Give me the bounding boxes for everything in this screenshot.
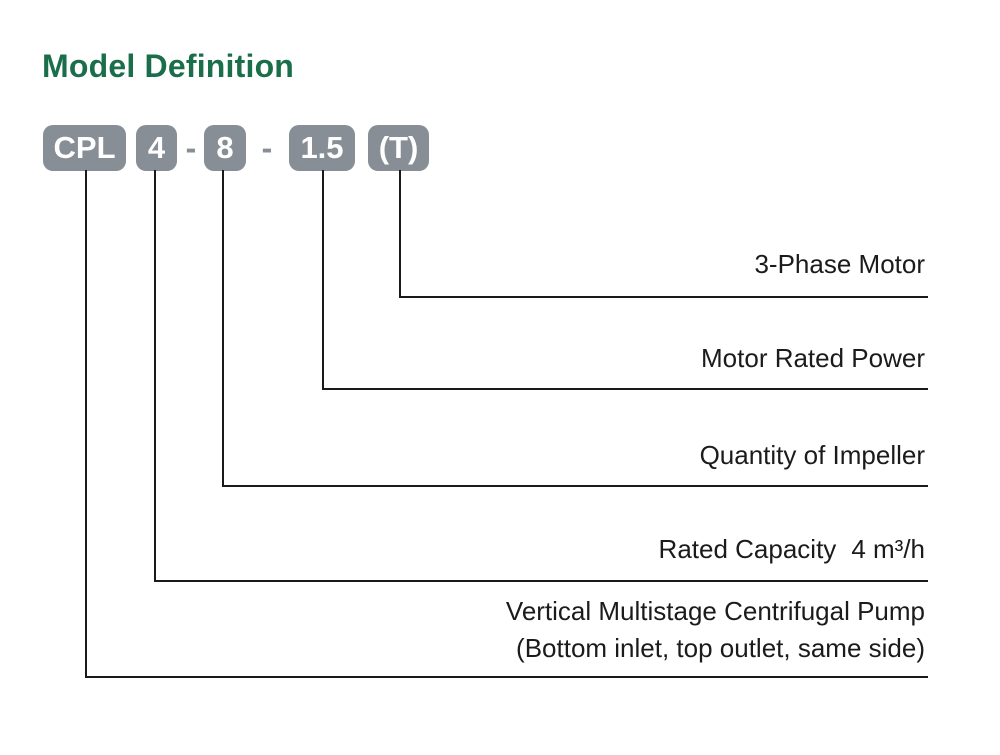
model-segment-separator: -	[185, 129, 197, 166]
connector-vertical-impeller	[222, 170, 224, 487]
connector-horizontal-power	[322, 388, 928, 390]
connector-vertical-cpl	[85, 170, 87, 678]
model-segment-separator: -	[261, 129, 273, 166]
model-segment-phase-badge: (T)	[368, 125, 429, 171]
page-title: Model Definition	[42, 48, 295, 84]
callout-label-phase: 3-Phase Motor	[754, 249, 925, 279]
callout-capacity-value: 4 m³/h	[851, 534, 925, 564]
connector-horizontal-cpl	[85, 676, 928, 678]
callout-capacity-text: Rated Capacity	[658, 534, 837, 564]
model-segment-cpl-badge: CPL	[43, 125, 126, 171]
callout-label-cpl: Vertical Multistage Centrifugal Pump (Bo…	[506, 593, 925, 667]
callout-label-capacity: Rated Capacity 4 m³/h	[659, 534, 925, 564]
connector-horizontal-impeller	[222, 485, 928, 487]
model-segment-power-badge: 1.5	[289, 125, 355, 171]
connector-vertical-phase	[399, 170, 401, 298]
callout-cpl-line1: Vertical Multistage Centrifugal Pump	[505, 596, 925, 626]
connector-horizontal-phase	[399, 296, 928, 298]
callout-cpl-line2: (Bottom inlet, top outlet, same side)	[516, 633, 925, 663]
model-segment-capacity-badge: 4	[136, 125, 177, 171]
connector-horizontal-capacity	[154, 580, 928, 582]
callout-label-impeller: Quantity of Impeller	[699, 440, 925, 470]
model-segment-impeller-badge: 8	[204, 125, 246, 171]
connector-vertical-power	[322, 170, 324, 390]
callout-label-power: Motor Rated Power	[701, 343, 925, 373]
connector-vertical-capacity	[154, 170, 156, 582]
